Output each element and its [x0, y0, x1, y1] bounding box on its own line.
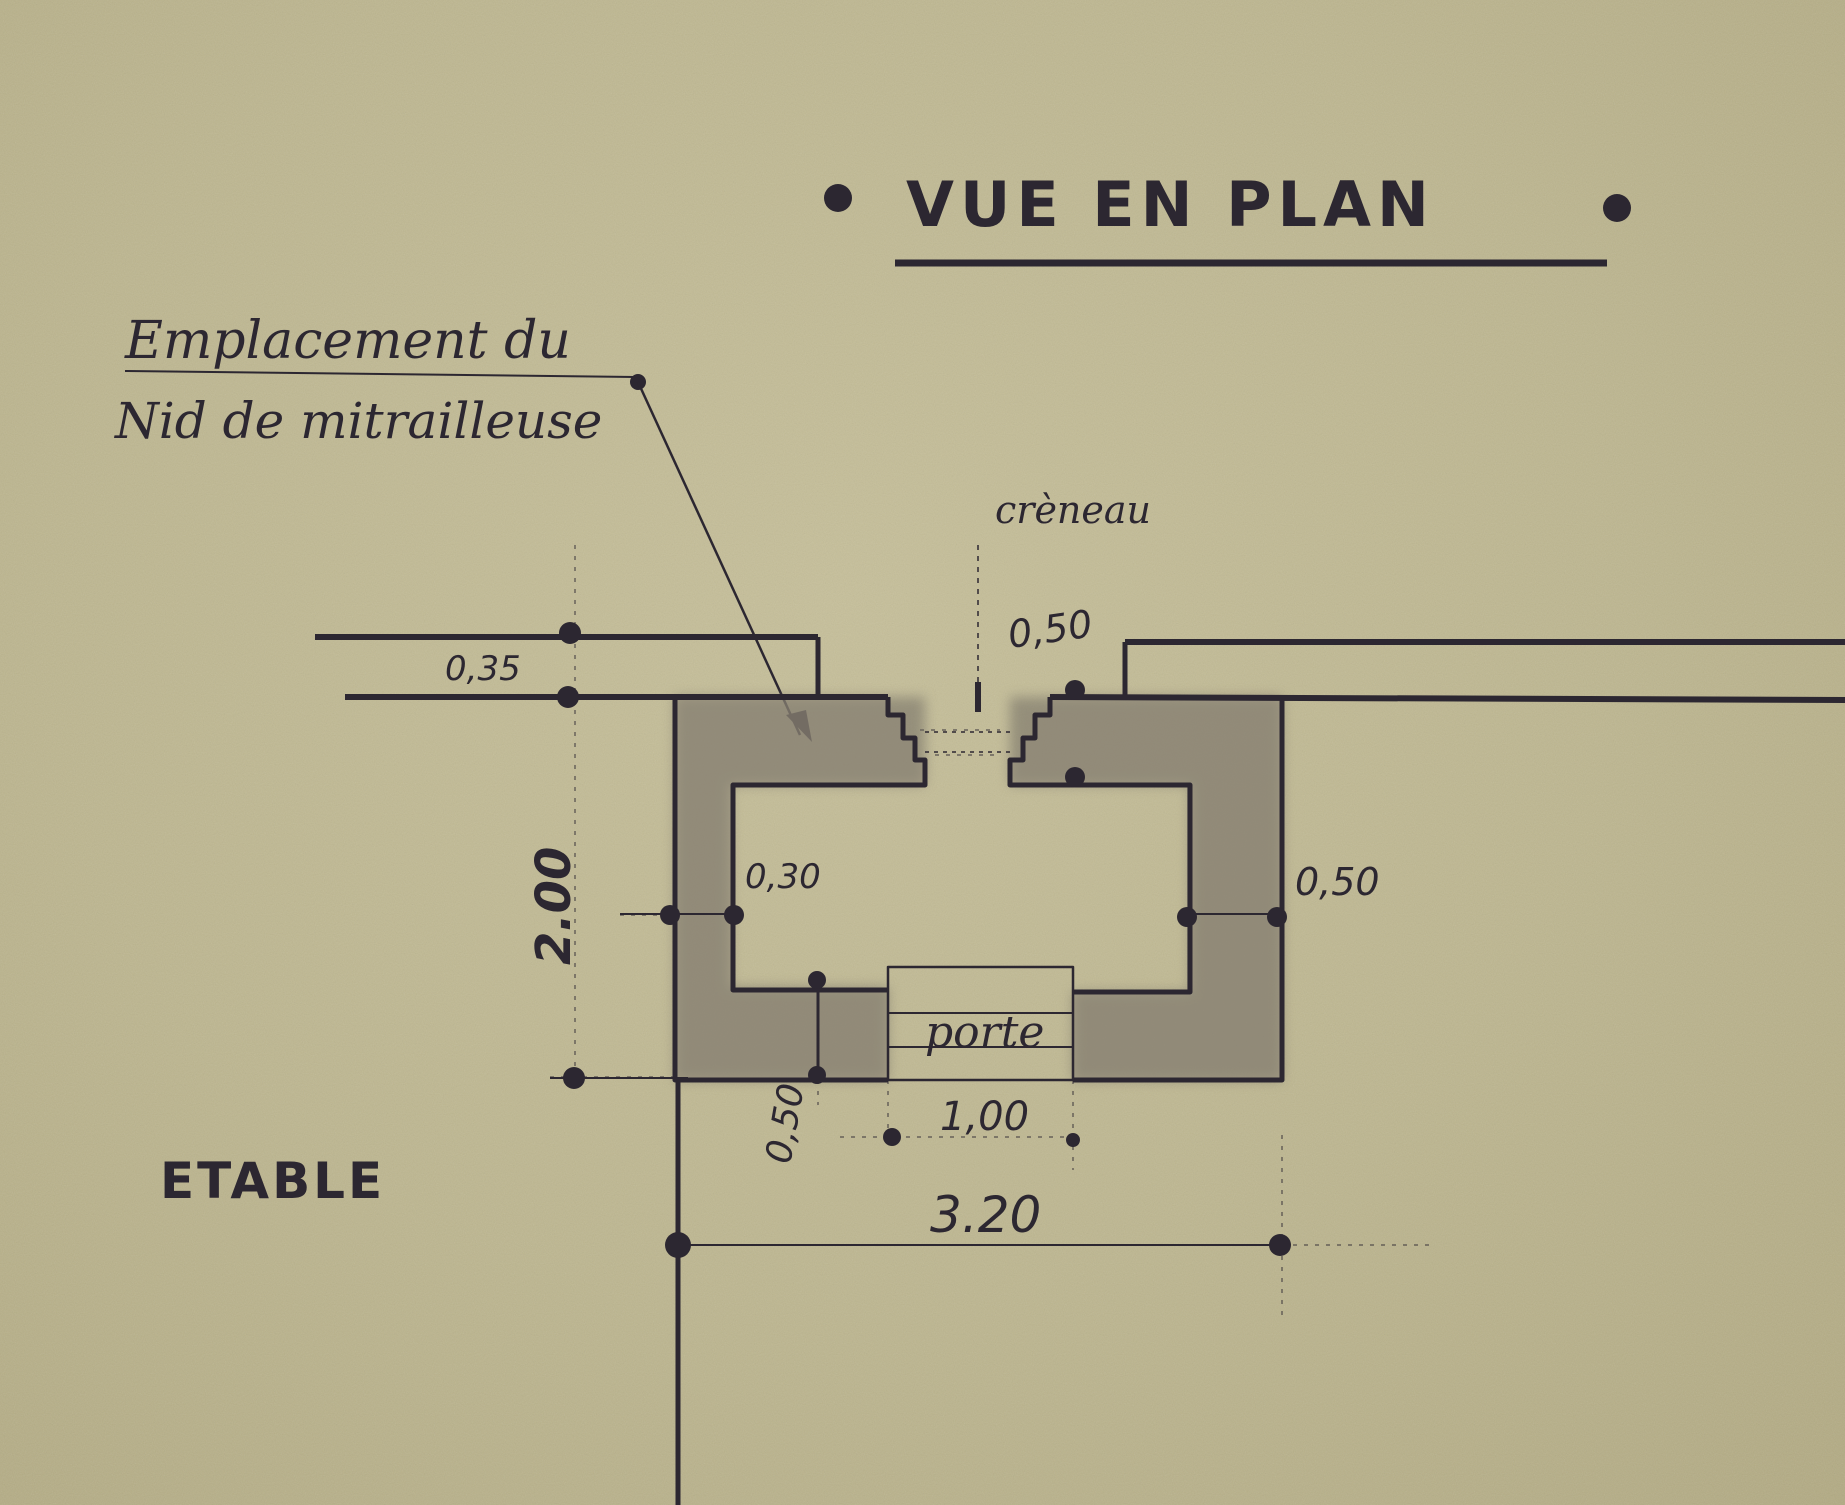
label-etable: ETABLE	[160, 1152, 385, 1210]
callout-leader-line	[636, 381, 802, 736]
title-dot-right	[1603, 194, 1631, 222]
dim-height: 2.00	[526, 847, 582, 965]
callout-underline	[124, 370, 636, 378]
drawing-title: VUE EN PLAN	[906, 168, 1435, 241]
dim-door-width: 1,00	[940, 1094, 1029, 1140]
dim-total-width: 3.20	[930, 1186, 1041, 1244]
creneau-annotation: crèneau	[975, 488, 1151, 712]
callout-line-2: Nid de mitrailleuse	[114, 392, 602, 450]
dim-wall-top-left: 0,35	[445, 649, 521, 689]
dimension-labels: 0,35 0,50 0,30 0,50 2.00 0,50 1,00 3.20	[445, 602, 1380, 1244]
label-porte: porte	[925, 1007, 1044, 1058]
right-wall-fill	[1010, 697, 1282, 1080]
dim-inner-wall: 0,30	[745, 857, 821, 897]
callout-line-1: Emplacement du	[124, 311, 571, 371]
callout: Emplacement du Nid de mitrailleuse	[114, 311, 812, 742]
left-wall-fill	[675, 697, 925, 1080]
dimension-dots	[557, 622, 1291, 1258]
creneau-label: crèneau	[995, 488, 1151, 532]
bunker-walls	[675, 697, 1282, 1080]
title-block: VUE EN PLAN	[824, 168, 1631, 267]
plan-outlines	[315, 634, 1845, 1505]
dim-right-wall: 0,50	[1295, 860, 1380, 904]
title-dot-left	[824, 184, 852, 212]
